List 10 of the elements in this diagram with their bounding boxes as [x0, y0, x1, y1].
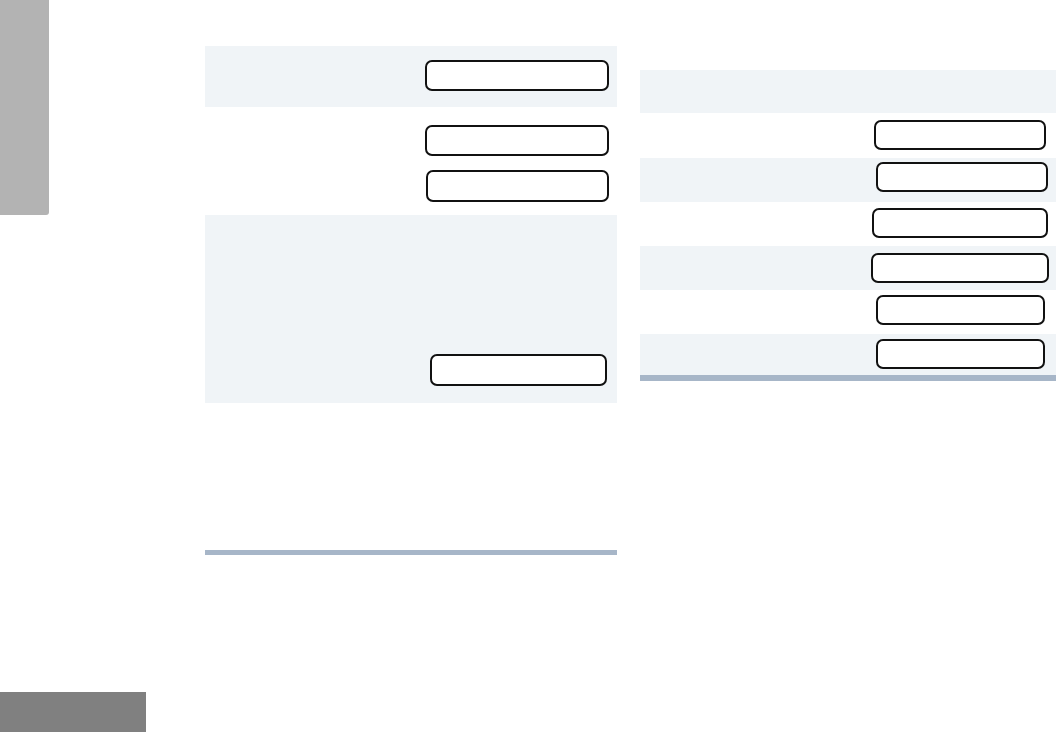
display-box: [426, 170, 609, 202]
display-box: [872, 208, 1048, 238]
display-box: [425, 125, 609, 156]
display-box: [425, 60, 609, 91]
display-box: [874, 120, 1046, 150]
display-box: [430, 354, 607, 386]
display-box: [876, 339, 1045, 369]
display-box: [871, 253, 1049, 283]
display-box: [876, 162, 1048, 192]
display-box: [876, 295, 1045, 325]
